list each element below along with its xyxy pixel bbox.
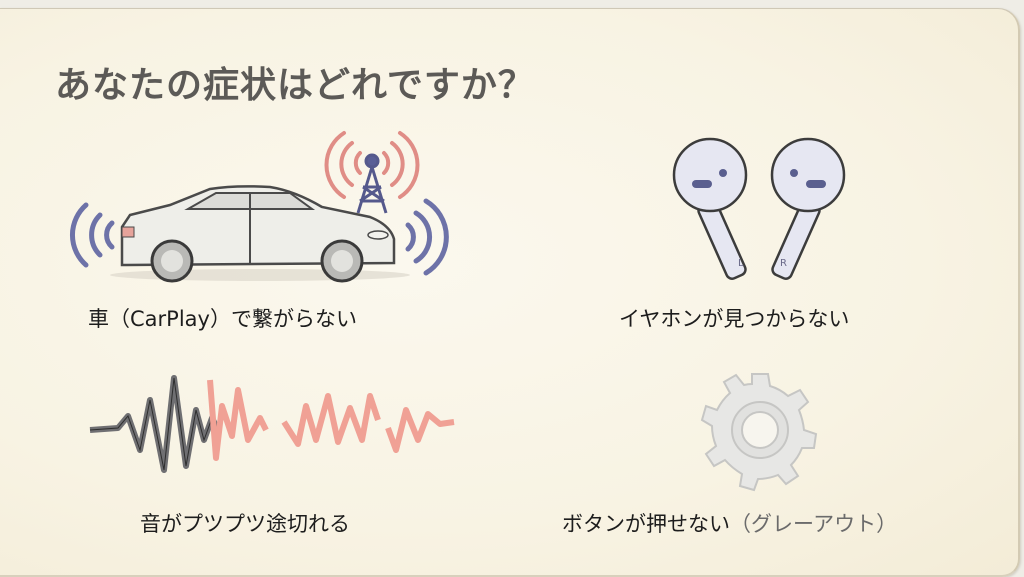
earbuds-icon: L R bbox=[672, 137, 846, 280]
option-audio[interactable]: 音がプツプツ途切れる bbox=[88, 370, 458, 540]
broken-sound-wave-icon bbox=[89, 375, 455, 473]
page-title: あなたの症状はどれですか？ bbox=[55, 65, 535, 106]
car-with-signal-icon bbox=[70, 131, 449, 283]
option-button-label-suffix: （グレーアウト） bbox=[730, 512, 898, 536]
svg-text:R: R bbox=[780, 258, 787, 269]
option-car-label: 車（CarPlay）で繋がらない bbox=[88, 307, 357, 331]
option-car[interactable]: 車（CarPlay）で繋がらない bbox=[60, 125, 460, 340]
option-earbuds-label: イヤホンが見つからない bbox=[619, 307, 850, 331]
option-earbuds[interactable]: L R イヤホンが見つからない bbox=[600, 130, 920, 340]
option-button[interactable]: ボタンが押せない（グレーアウト） bbox=[560, 370, 980, 540]
option-audio-label: 音がプツプツ途切れる bbox=[140, 512, 350, 536]
grayed-gear-icon bbox=[700, 373, 818, 492]
option-button-label: ボタンが押せない（グレーアウト） bbox=[562, 508, 897, 538]
paper-card bbox=[0, 8, 1020, 577]
option-button-label-main: ボタンが押せない bbox=[562, 512, 730, 536]
svg-text:L: L bbox=[738, 258, 744, 269]
